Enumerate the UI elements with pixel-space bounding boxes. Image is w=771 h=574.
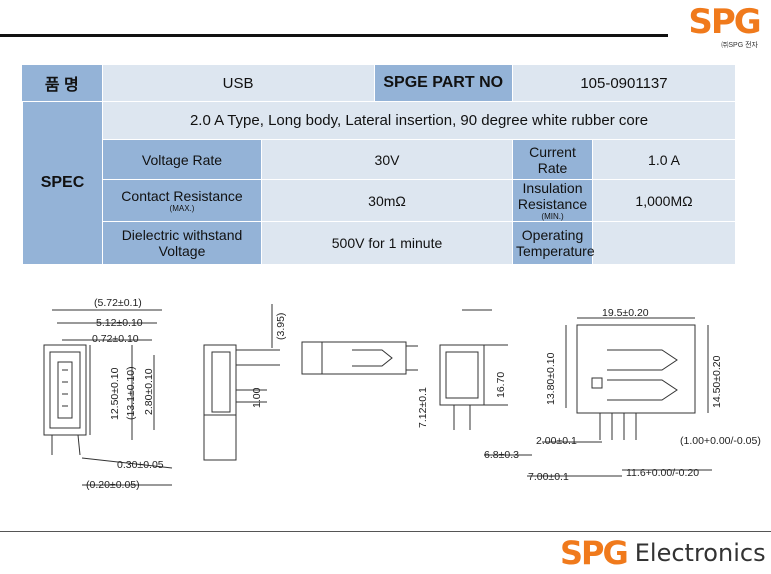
contact-resistance-value: 30mΩ (260, 179, 514, 222)
dim-front-5: 2.80±0.10 (143, 368, 155, 415)
contact-resistance-label: Contact Resistance (MAX.) (102, 179, 262, 222)
dim-front-0: (5.72±0.1) (94, 297, 142, 309)
operating-temp-value (592, 221, 737, 265)
footer-logo-word: Electronics (634, 539, 766, 567)
front-view-body (43, 344, 87, 436)
technical-drawings: (5.72±0.1) 5.12±0.10 0.72±0.10 12.50±0.1… (22, 290, 762, 500)
name-label-cell: 품 명 (22, 65, 103, 101)
dim-side2-0: 7.12±0.1 (417, 387, 429, 428)
top-rule (0, 34, 668, 37)
dim-front-7: (0.20±0.05) (86, 479, 140, 491)
dim-top-4: (1.00+0.00/-0.05) (680, 435, 761, 447)
spec-label: SPEC (22, 101, 103, 265)
insulation-resistance-label: Insulation Resistance (MIN.) (512, 179, 594, 222)
header-row: 품 명 USB SPGE PART NO 105-0901137 (22, 65, 735, 101)
spg-electronics-logo: SPG Electronics (560, 534, 766, 572)
dim-top-5: 7.00±0.1 (528, 471, 569, 483)
dim-top-1: 13.80±0.10 (545, 352, 557, 405)
dielectric-value: 500V for 1 minute (260, 221, 514, 265)
dim-side-0: (3.95) (275, 313, 287, 340)
dim-side2-2: 6.8±0.3 (484, 449, 519, 461)
voltage-rate-label: Voltage Rate (102, 139, 262, 180)
logo-subtitle: ㈜SPG 전자 (721, 42, 758, 49)
part-no-label: SPGE PART NO (374, 65, 513, 101)
dim-front-6: 0.30±0.05 (117, 459, 164, 471)
dim-side-1: 1.00 (251, 387, 263, 408)
dim-top-3: 2.00±0.1 (536, 435, 577, 447)
current-rate-value: 1.0 A (592, 139, 737, 180)
dim-front-2: 0.72±0.10 (92, 333, 139, 345)
dim-front-4: (13.1±0.10) (125, 366, 137, 420)
dim-top-6: 11.6+0.00/-0.20 (626, 467, 699, 479)
dielectric-label: Dielectric withstand Voltage (102, 221, 262, 265)
spg-logo-top: SPG ㈜SPG 전자 (684, 2, 764, 58)
footer-logo-mark: SPG (560, 534, 629, 572)
dimension-labels: (5.72±0.1) 5.12±0.10 0.72±0.10 12.50±0.1… (86, 297, 761, 491)
description: 2.0 A Type, Long body, Lateral insertion… (101, 101, 737, 140)
drawing-svg: (5.72±0.1) 5.12±0.10 0.72±0.10 12.50±0.1… (43, 297, 761, 491)
dim-side2-1: 16.70 (495, 372, 507, 398)
dim-front-3: 12.50±0.10 (109, 367, 121, 420)
bottom-rule (0, 531, 771, 532)
current-rate-label: Current Rate (512, 139, 594, 180)
insulation-resistance-value: 1,000MΩ (592, 179, 737, 222)
dim-top-0: 19.5±0.20 (602, 307, 649, 319)
operating-temp-label: Operating Temperature (512, 221, 595, 265)
dim-front-1: 5.12±0.10 (96, 317, 143, 329)
logo-mark: SPG (688, 2, 761, 42)
voltage-rate-value: 30V (260, 139, 514, 180)
part-no-value: 105-0901137 (512, 65, 735, 101)
name-value-cell: USB (102, 65, 375, 101)
dim-top-2: 14.50±0.20 (711, 355, 723, 408)
